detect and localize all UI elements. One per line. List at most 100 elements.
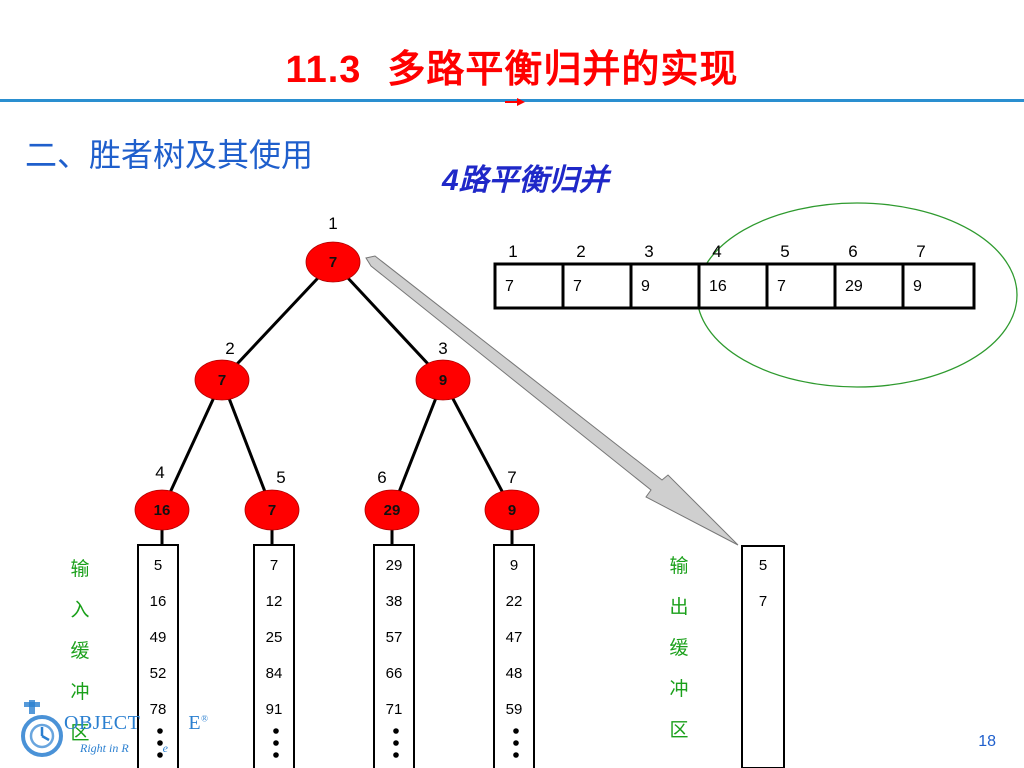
array-cell-5: 7 — [777, 278, 786, 295]
buffer-value: 47 — [506, 629, 523, 646]
array-index-6: 6 — [848, 242, 857, 261]
tree-node-index: 5 — [276, 468, 285, 487]
edge-2-5 — [220, 379, 274, 511]
label-char: 输 — [70, 558, 90, 580]
buffer-box — [373, 544, 415, 768]
tree-node-value: 16 — [154, 502, 171, 519]
array-index-1: 1 — [508, 242, 517, 261]
output-arrow — [365, 255, 739, 546]
tree-node-1: 71 — [305, 214, 361, 283]
title-underline — [0, 99, 1024, 102]
buffer-value: 84 — [266, 665, 283, 682]
input-buffer-4: 9 22 47 48 59 — [493, 544, 535, 768]
underline-arrow-icon — [505, 98, 525, 106]
array-index-3: 3 — [644, 242, 653, 261]
clock-logo-icon — [21, 700, 63, 757]
output-buffer-value: 7 — [759, 593, 767, 610]
input-buffer-label: 输入缓冲区 — [68, 549, 92, 754]
tree-node-value: 7 — [268, 502, 276, 519]
output-buffer-label: 输出缓冲区 — [667, 546, 691, 751]
edge-3-6 — [390, 379, 445, 511]
buffer-value: 29 — [386, 557, 403, 574]
tree-node-index: 6 — [377, 468, 386, 487]
buffer-value: 7 — [270, 557, 278, 574]
label-char: 缓 — [669, 637, 689, 659]
array-cell-7: 9 — [913, 278, 922, 295]
tree-node-index: 4 — [155, 463, 164, 482]
label-char: 区 — [70, 722, 90, 744]
label-char: 区 — [669, 719, 689, 741]
tree-node-6: 29 6 — [364, 468, 420, 531]
output-buffer-box — [741, 545, 785, 768]
buffer-value: 25 — [266, 629, 283, 646]
tree-node-circle — [134, 489, 190, 531]
array-index-7: 7 — [916, 242, 925, 261]
edge-3-7 — [441, 379, 514, 511]
array-cell-3: 9 — [641, 278, 650, 295]
label-char: 冲 — [669, 678, 689, 700]
buffer-value: 71 — [386, 701, 403, 718]
buffer-value: 48 — [506, 665, 523, 682]
buffer-box — [493, 544, 535, 768]
page-number: 18 — [978, 733, 996, 750]
array-cell-1: 7 — [505, 278, 514, 295]
tree-node-value: 9 — [508, 502, 516, 519]
tree-node-7: 97 — [484, 468, 540, 531]
buffer-value: 78 — [150, 701, 167, 718]
label-char: 入 — [70, 599, 90, 621]
tree-node-value: 7 — [329, 254, 337, 271]
buffer-value: 38 — [386, 593, 403, 610]
output-buffer: 57 — [741, 545, 785, 768]
output-buffer-value: 5 — [759, 557, 767, 574]
ellipsis-dots-icon — [513, 728, 519, 758]
buffer-value: 16 — [150, 593, 167, 610]
tree-node-5: 75 — [244, 468, 300, 531]
buffer-value: 5 — [154, 557, 162, 574]
tree-edges — [160, 260, 514, 545]
buffer-value: 22 — [506, 593, 523, 610]
diagram-title: 4路平衡归并 — [442, 155, 609, 199]
buffer-value: 9 — [510, 557, 518, 574]
ellipsis-dots-icon — [157, 728, 163, 758]
buffer-value: 57 — [386, 629, 403, 646]
section-number: 11.3 — [285, 49, 362, 91]
array-index-5: 5 — [780, 242, 789, 261]
buffer-value: 91 — [266, 701, 283, 718]
label-char: 输 — [669, 555, 689, 577]
section-heading: 二、胜者树及其使用 — [25, 136, 314, 174]
array-cell-4: 16 — [709, 278, 727, 295]
label-char: 出 — [669, 596, 689, 618]
tree-node-circle — [415, 359, 471, 401]
label-char: 缓 — [70, 640, 90, 662]
tree-node-2: 72 — [194, 339, 250, 401]
buffer-value: 66 — [386, 665, 403, 682]
tree-node-index: 3 — [438, 339, 447, 358]
buffer-value: 49 — [150, 629, 167, 646]
tree-node-circle — [244, 489, 300, 531]
tree-node-circle — [484, 489, 540, 531]
page-title: 11.3 多路平衡归并的实现 — [0, 38, 1024, 93]
tree-node-value: 29 — [384, 502, 401, 519]
tree-node-value: 7 — [218, 372, 226, 389]
title-text: 多路平衡归并的实现 — [387, 47, 739, 91]
buffer-box — [253, 544, 295, 768]
diagram-title-number: 4 — [442, 164, 459, 197]
tree-node-circle — [364, 489, 420, 531]
array-cell-2: 7 — [573, 278, 582, 295]
tree-node-circle — [305, 241, 361, 283]
input-buffer-2: 7 12 25 84 91 — [253, 544, 295, 768]
buffer-value: 59 — [506, 701, 523, 718]
edge-2-4 — [160, 379, 224, 511]
edge-1-3 — [331, 260, 445, 382]
tree-node-4: 16 4 — [134, 463, 190, 531]
tree-node-index: 2 — [225, 339, 234, 358]
buffer-value: 12 — [266, 593, 283, 610]
